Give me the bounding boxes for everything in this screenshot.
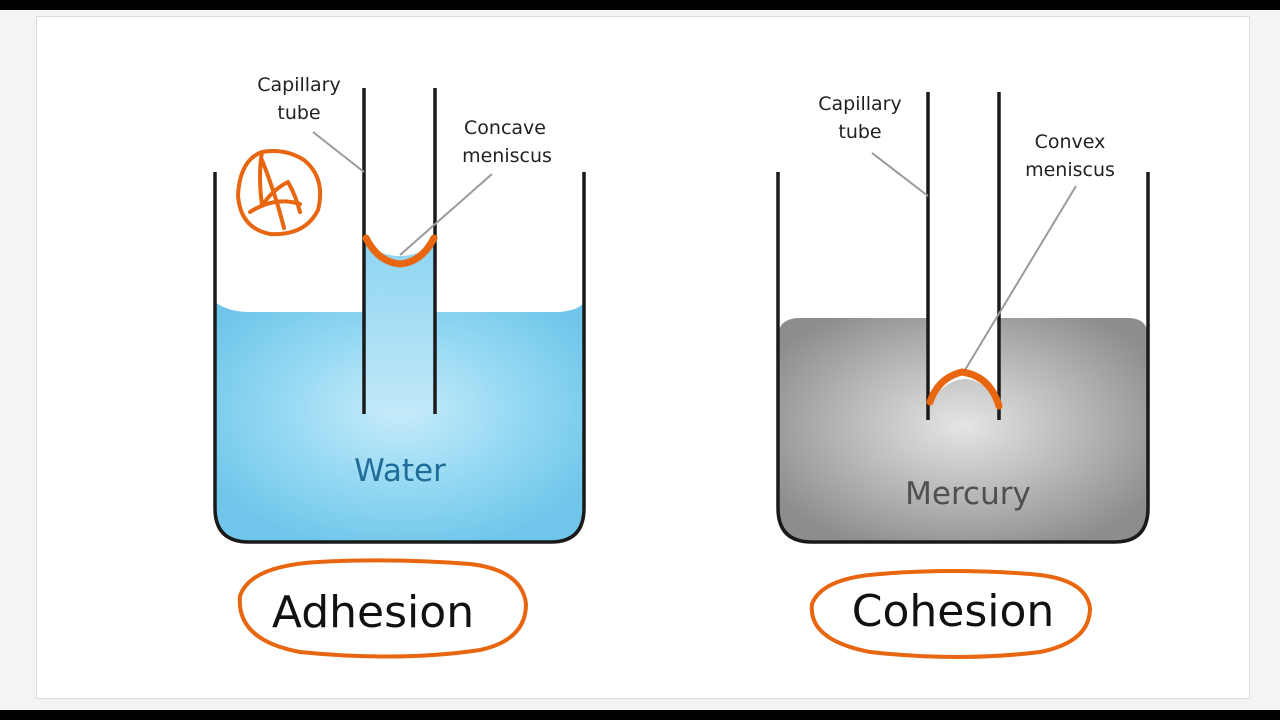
convex-meniscus-label-line1: Convex (1035, 131, 1106, 153)
water-label: Water (354, 453, 446, 489)
water-tube-leader (312, 131, 365, 173)
water-tube-label-line2: tube (277, 102, 320, 124)
water-meniscus-leader (399, 173, 493, 256)
water-beaker (213, 172, 586, 544)
scribble-a-annotation (236, 149, 323, 237)
concave-meniscus-highlight (362, 234, 438, 268)
mercury-tube-label-line2: tube (838, 121, 881, 143)
convex-meniscus-highlight (926, 368, 1003, 410)
cohesion-caption: Cohesion (852, 586, 1055, 637)
water-beaker-group: Capillary tube Concave meniscus Water Ad… (213, 74, 586, 638)
water-in-capillary (365, 244, 435, 414)
mercury-beaker (776, 172, 1150, 544)
mercury-meniscus-leader (964, 185, 1077, 371)
convex-meniscus-label-line2: meniscus (1025, 159, 1115, 181)
water-liquid (215, 302, 584, 542)
concave-meniscus-label-line2: meniscus (462, 145, 552, 167)
adhesion-caption: Adhesion (272, 587, 474, 638)
mercury-tube-leader (871, 152, 929, 197)
mercury-label: Mercury (905, 476, 1031, 512)
concave-meniscus-label-line1: Concave (464, 117, 546, 139)
handwritten-annotations (236, 149, 1092, 659)
mercury-liquid (778, 318, 1148, 542)
cohesion-circle-annotation (809, 569, 1092, 659)
water-tube-label-line1: Capillary (257, 74, 341, 96)
adhesion-circle-annotation (237, 558, 528, 659)
mercury-tube-label-line1: Capillary (818, 93, 902, 115)
mercury-beaker-group: Capillary tube Convex meniscus Mercury C… (776, 92, 1150, 637)
